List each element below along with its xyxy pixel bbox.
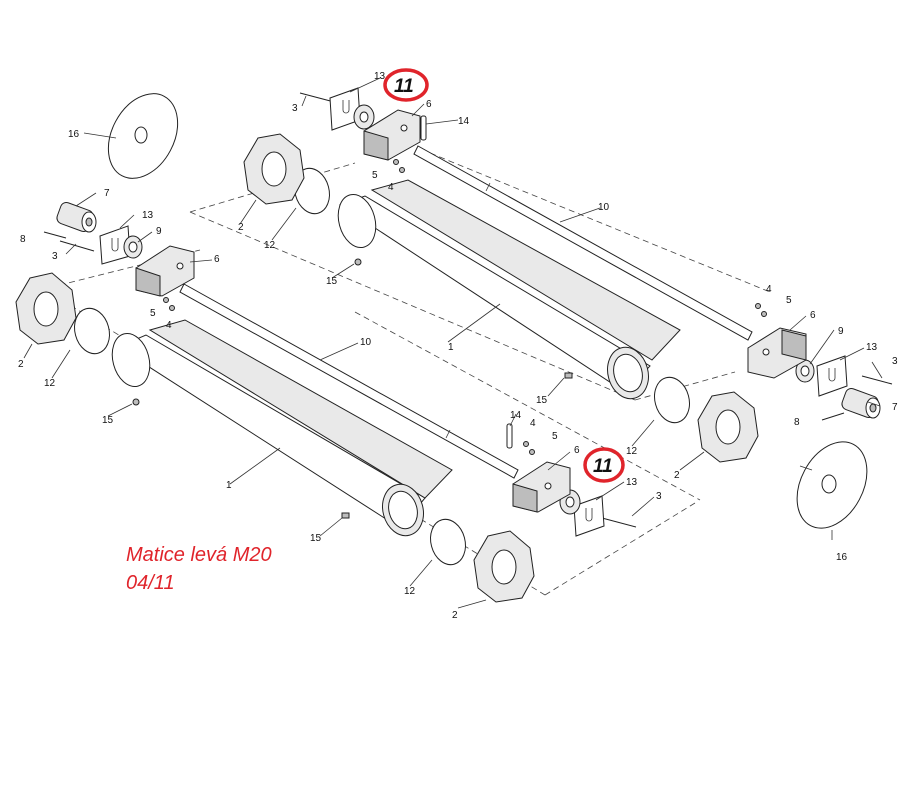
label-1-upper: 1	[448, 342, 454, 353]
grease-nipple-15-b	[132, 398, 140, 406]
nut-9-left	[123, 235, 143, 259]
label-4-top: 4	[388, 182, 394, 193]
sprocket-2-upper-left	[243, 133, 305, 205]
pin-14-top	[420, 115, 427, 141]
leader-lines	[23, 77, 883, 609]
pin-8-left	[43, 231, 67, 239]
label-7-left: 7	[104, 188, 110, 199]
highlight-callout-11-top: 11	[383, 68, 429, 102]
label-16-right: 16	[836, 552, 848, 563]
label-2-lower-right: 2	[452, 610, 458, 621]
label-4-left: 4	[166, 320, 172, 331]
label-6-top: 6	[426, 99, 432, 110]
shaft-10-upper	[413, 145, 753, 341]
plate-13-bottom	[573, 495, 605, 537]
label-14-bottom: 14	[510, 410, 522, 421]
sprocket-2-upper-right	[697, 391, 759, 463]
label-1-lower: 1	[226, 480, 232, 491]
callout-11-bottom-label: 11	[593, 456, 613, 477]
label-5-top: 5	[372, 170, 378, 181]
plate-13-right	[816, 355, 848, 397]
pin-14-bottom	[506, 423, 513, 449]
callout-11-top-label: 11	[394, 76, 414, 97]
label-8-right: 8	[794, 417, 800, 428]
pin-8-right	[821, 412, 845, 421]
label-13-top: 13	[374, 71, 386, 82]
assembly-outline-upper	[189, 152, 771, 401]
bearing-housing-6-right	[747, 327, 807, 379]
caption-part-name: Matice levá M20	[126, 544, 272, 566]
part-labels: 16 16 7 7 13 13 13 13 3 3 3 3 8 8 9 9 6 …	[18, 71, 898, 621]
label-4-right: 4	[766, 284, 772, 295]
bolt-3-right-lower	[861, 375, 893, 385]
sleeve-12-lower-left	[74, 307, 110, 355]
bolt-3-left-lower	[59, 240, 95, 252]
label-3-right: 3	[892, 356, 898, 367]
sleeve-12-lower-right	[430, 518, 466, 566]
label-8-left: 8	[20, 234, 26, 245]
grease-nipple-15-c	[564, 372, 573, 379]
label-5-left: 5	[150, 308, 156, 319]
nut-9-right	[795, 359, 815, 383]
label-10-lower: 10	[360, 337, 372, 348]
label-12-lower-right: 12	[404, 586, 416, 597]
label-3-top: 3	[292, 103, 298, 114]
label-12-upper-left: 12	[264, 240, 276, 251]
label-6-left: 6	[214, 254, 220, 265]
label-13-left: 13	[142, 210, 154, 221]
label-15-b: 15	[102, 415, 114, 426]
bearing-housing-6-left	[135, 245, 195, 297]
label-14-top: 14	[458, 116, 470, 127]
grease-nipple-15-d	[341, 512, 350, 519]
small-nuts-4-5-left	[163, 297, 175, 311]
bearing-hub-7-right	[841, 388, 881, 419]
small-nuts-4-5-top	[393, 159, 405, 173]
label-13-right: 13	[866, 342, 878, 353]
label-12-upper-right: 12	[626, 446, 638, 457]
label-3-left: 3	[52, 251, 58, 262]
label-7-right: 7	[892, 402, 898, 413]
label-10-upper: 10	[598, 202, 610, 213]
bolt-3-bottom	[601, 517, 637, 528]
bearing-housing-6-bottom	[512, 461, 571, 513]
sleeve-12-upper-right	[654, 376, 690, 424]
caption-part-code: 04/11	[126, 572, 175, 594]
disc-16-left	[107, 93, 179, 179]
label-15-c: 15	[536, 395, 548, 406]
drum-roller-1-upper	[337, 179, 681, 400]
label-4-bottom: 4	[530, 418, 536, 429]
shaft-10-lower	[179, 283, 519, 479]
bearing-hub-7-left	[56, 202, 97, 233]
disc-16-right	[796, 441, 868, 529]
label-5-right: 5	[786, 295, 792, 306]
grease-nipple-15-a	[354, 258, 362, 266]
label-9-left: 9	[156, 226, 162, 237]
label-5-bottom: 5	[552, 431, 558, 442]
small-nuts-4-5-right	[755, 303, 767, 317]
label-15-a: 15	[326, 276, 338, 287]
label-12-lower-left: 12	[44, 378, 56, 389]
small-nuts-4-5-bottom	[523, 441, 535, 455]
sprocket-2-lower-right	[473, 530, 535, 603]
label-16-left: 16	[68, 129, 80, 140]
label-2-lower-left: 2	[18, 359, 24, 370]
sprocket-2-lower-left	[15, 272, 77, 345]
label-2-upper-right: 2	[674, 470, 680, 481]
label-2-upper-left: 2	[238, 222, 244, 233]
label-15-d: 15	[310, 533, 322, 544]
label-6-right: 6	[810, 310, 816, 321]
label-3-bottom: 3	[656, 491, 662, 502]
drum-roller-1-lower	[111, 319, 453, 537]
bearing-housing-6-top	[363, 109, 421, 161]
label-9-right: 9	[838, 326, 844, 337]
label-13-bottom: 13	[626, 477, 638, 488]
highlight-callout-11-bottom: 11	[583, 447, 625, 483]
nut-11-top	[353, 104, 375, 130]
label-6-bottom: 6	[574, 445, 580, 456]
